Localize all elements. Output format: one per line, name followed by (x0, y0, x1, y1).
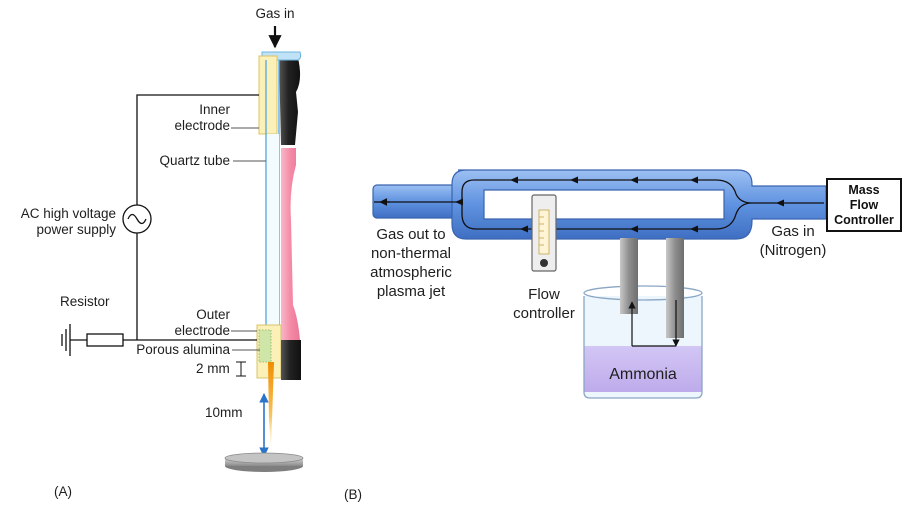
sample-plate-top (224, 452, 304, 464)
flow-controller-ticks (539, 216, 544, 246)
flow-controller-scale (538, 209, 550, 255)
plasma-tube-body (281, 148, 300, 340)
flow-arrowheads (455, 176, 784, 233)
bubbler-rod (666, 238, 684, 338)
panel-a-label: (A) (54, 484, 72, 499)
flow-controller-knob (540, 259, 548, 267)
bottom-nozzle (281, 340, 301, 380)
circuit-wire-top (136, 94, 259, 205)
flow-controller-label: Flow controller (513, 286, 575, 322)
distance-label: 10mm (205, 405, 243, 420)
gas-out-label: Gas out to non-thermal atmospheric plasm… (370, 226, 452, 300)
gap-label: 2 mm (196, 361, 230, 376)
resistor-label: Resistor (60, 294, 110, 309)
beaker-rim (583, 285, 703, 301)
plasma-flame (268, 362, 274, 450)
quartz-tube-label: Quartz tube (159, 153, 230, 168)
gas-in-label-a: Gas in (255, 6, 295, 21)
porous-alumina-label: Porous alumina (136, 342, 230, 357)
gas-in-label-b: Gas in (Nitrogen) (759, 223, 827, 259)
beaker-flow-path (628, 300, 680, 347)
inlet-rod (620, 238, 638, 314)
mass-flow-controller-box: Mass Flow Controller (826, 178, 902, 232)
inner-electrode-label: Inner electrode (174, 102, 230, 133)
quartz-tube-fill (267, 134, 279, 329)
panel-b-label: (B) (344, 487, 362, 502)
porous-alumina (258, 329, 272, 363)
power-supply-label: AC high voltage power supply (20, 206, 116, 237)
inner-electrode (258, 55, 278, 135)
top-cap (279, 58, 301, 145)
outer-electrode-label: Outer electrode (174, 307, 230, 338)
ac-sine (127, 213, 147, 225)
ammonia-liquid (584, 346, 702, 392)
mass-flow-controller-label: Mass Flow Controller (834, 182, 894, 227)
ammonia-label: Ammonia (609, 366, 677, 383)
